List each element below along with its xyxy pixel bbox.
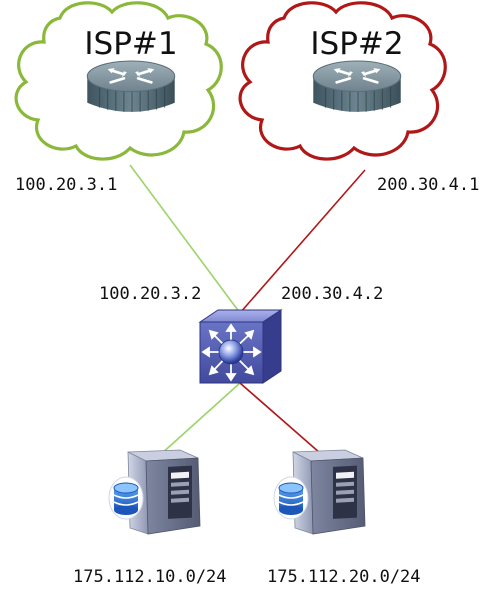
isp2-title: ISP#2 — [310, 26, 403, 62]
server-2-network: 175.112.20.0/24 — [267, 567, 421, 587]
isp2-router-ip: 200.30.4.1 — [377, 175, 479, 195]
switch-ip-isp2-side: 200.30.4.2 — [281, 284, 383, 304]
link-isp2-to-switch — [239, 169, 366, 314]
router-icon — [311, 59, 403, 114]
link-switch-to-server-2 — [239, 382, 321, 454]
link-isp1-to-switch — [129, 164, 241, 314]
switch-ip-isp1-side: 100.20.3.2 — [99, 284, 201, 304]
server-1-network: 175.112.10.0/24 — [73, 567, 227, 587]
database-server-icon — [273, 449, 366, 535]
router-icon — [85, 59, 177, 114]
link-switch-to-server-1 — [159, 382, 241, 456]
isp1-title: ISP#1 — [84, 26, 177, 62]
isp1-router-ip: 100.20.3.1 — [15, 175, 117, 195]
database-server-icon — [108, 449, 201, 535]
multilayer-switch-icon — [198, 309, 283, 384]
